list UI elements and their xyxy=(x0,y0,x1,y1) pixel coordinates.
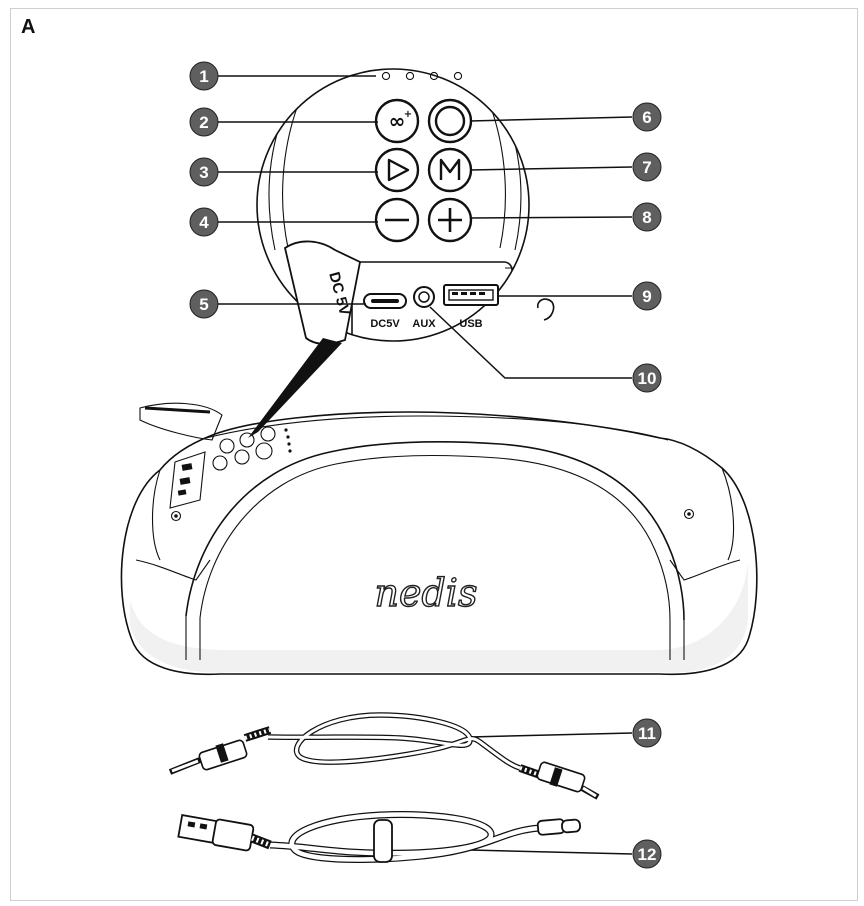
mode-button xyxy=(427,147,473,193)
usb-port: USB xyxy=(443,284,499,330)
dc-port: DC5V xyxy=(363,293,407,330)
volume-up-button xyxy=(427,197,473,243)
power-icon xyxy=(434,105,466,137)
leader-lines xyxy=(218,75,633,855)
play-icon xyxy=(387,158,410,182)
callout-1: 1 xyxy=(189,61,219,91)
svg-text:+: + xyxy=(404,109,412,120)
brand-logo: nedis xyxy=(375,571,478,615)
led-indicators xyxy=(381,71,463,81)
callout-badges: 1 2 3 4 5 6 7 8 9 10 11 12 xyxy=(189,61,662,869)
plus-icon xyxy=(438,208,462,232)
aux-port-label: AUX xyxy=(412,318,436,330)
callout-8: 8 xyxy=(632,202,662,232)
callout-12: 12 xyxy=(632,839,662,869)
play-button xyxy=(374,147,420,193)
svg-text:2: 2 xyxy=(199,113,208,132)
mode-icon xyxy=(439,158,461,180)
svg-text:10: 10 xyxy=(638,369,657,388)
figure-frame xyxy=(10,8,858,901)
callout-10: 10 xyxy=(632,363,662,393)
body-buttons xyxy=(212,426,292,471)
callout-7: 7 xyxy=(632,152,662,182)
aux-port: AUX xyxy=(412,286,436,330)
svg-text:8: 8 xyxy=(642,208,651,227)
strap-hook xyxy=(536,298,555,321)
svg-text:11: 11 xyxy=(638,724,656,743)
dc-port-label: DC5V xyxy=(370,318,400,330)
volume-down-button xyxy=(374,197,420,243)
svg-text:12: 12 xyxy=(638,845,657,864)
callout-6: 6 xyxy=(632,102,662,132)
svg-text:4: 4 xyxy=(199,213,209,232)
usb-cable xyxy=(177,811,581,863)
rubber-flap: DC 5V xyxy=(283,240,362,345)
tws-button: ∞ + xyxy=(374,98,420,144)
callout-11: 11 xyxy=(632,718,662,748)
speaker-body: nedis xyxy=(120,402,758,676)
svg-text:6: 6 xyxy=(642,108,651,127)
svg-text:9: 9 xyxy=(642,287,651,306)
callout-9: 9 xyxy=(632,281,662,311)
svg-text:3: 3 xyxy=(199,163,208,182)
callout-4: 4 xyxy=(189,207,219,237)
svg-text:5: 5 xyxy=(199,295,208,314)
callout-3: 3 xyxy=(189,157,219,187)
callout-5: 5 xyxy=(189,289,219,319)
tws-icon: ∞ xyxy=(389,109,406,133)
svg-text:7: 7 xyxy=(642,158,651,177)
zoom-pointer xyxy=(248,338,342,438)
figure-label: A xyxy=(21,16,36,38)
usb-port-label: USB xyxy=(459,318,482,330)
callout-2: 2 xyxy=(189,107,219,137)
svg-text:1: 1 xyxy=(199,67,208,86)
power-button xyxy=(427,98,473,144)
zoom-detail: ∞ + DC5V xyxy=(256,68,555,345)
aux-cable xyxy=(168,712,600,800)
